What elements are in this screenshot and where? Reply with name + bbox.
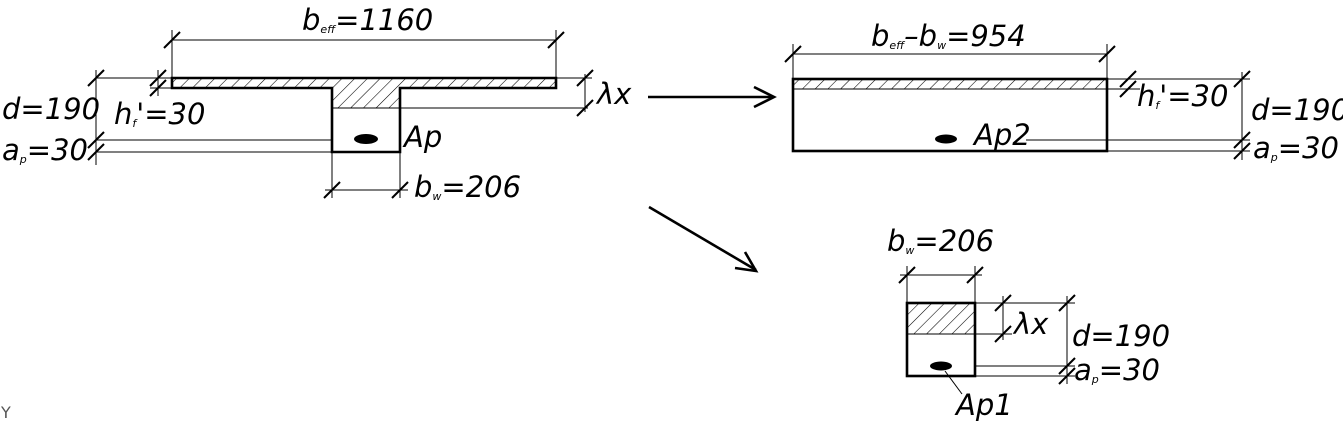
tendon-ap1 — [930, 361, 952, 371]
lambda-x-label-bottom: λx — [1012, 307, 1049, 341]
flange-hatch — [172, 78, 556, 88]
tendon-ap — [354, 134, 378, 144]
lambda-x-label-left: λx — [595, 77, 632, 111]
web-section-outline — [905, 301, 977, 378]
hf-label-right: hf'=30 — [1137, 79, 1228, 113]
area-ap2-label: Ap2 — [972, 118, 1031, 152]
flange-section-outline — [791, 77, 1109, 153]
arrow-to-flange-section — [648, 85, 777, 109]
flange-section — [784, 44, 1251, 160]
web-section-hatch — [907, 303, 975, 334]
arrow-to-web-section — [648, 205, 759, 273]
ucs-y-axis-label: Y — [0, 403, 11, 422]
area-ap-label: Ap — [402, 120, 442, 154]
flange-section-hatch — [793, 79, 1107, 89]
bw-label-bottom: bw=206 — [887, 224, 994, 258]
hf-label-left: hf'=30 — [114, 97, 205, 131]
web-section — [898, 266, 1076, 395]
area-ap1-label: Ap1 — [954, 388, 1013, 422]
ap-label-right: ap=30 — [1253, 131, 1339, 165]
beff-minus-bw-label: beff–bw=954 — [871, 19, 1026, 53]
d-label-left: d=190 — [2, 92, 100, 126]
web-compression-hatch — [332, 88, 400, 108]
tendon-ap2 — [935, 134, 957, 144]
ap-label-left: ap=30 — [2, 133, 88, 167]
d-label-right: d=190 — [1251, 93, 1343, 127]
bw-label-left: bw=206 — [414, 170, 521, 204]
beff-label: beff=1160 — [302, 3, 433, 37]
t-section — [87, 30, 594, 199]
ap-label-bottom: ap=30 — [1074, 353, 1160, 387]
d-label-bottom: d=190 — [1072, 319, 1170, 353]
